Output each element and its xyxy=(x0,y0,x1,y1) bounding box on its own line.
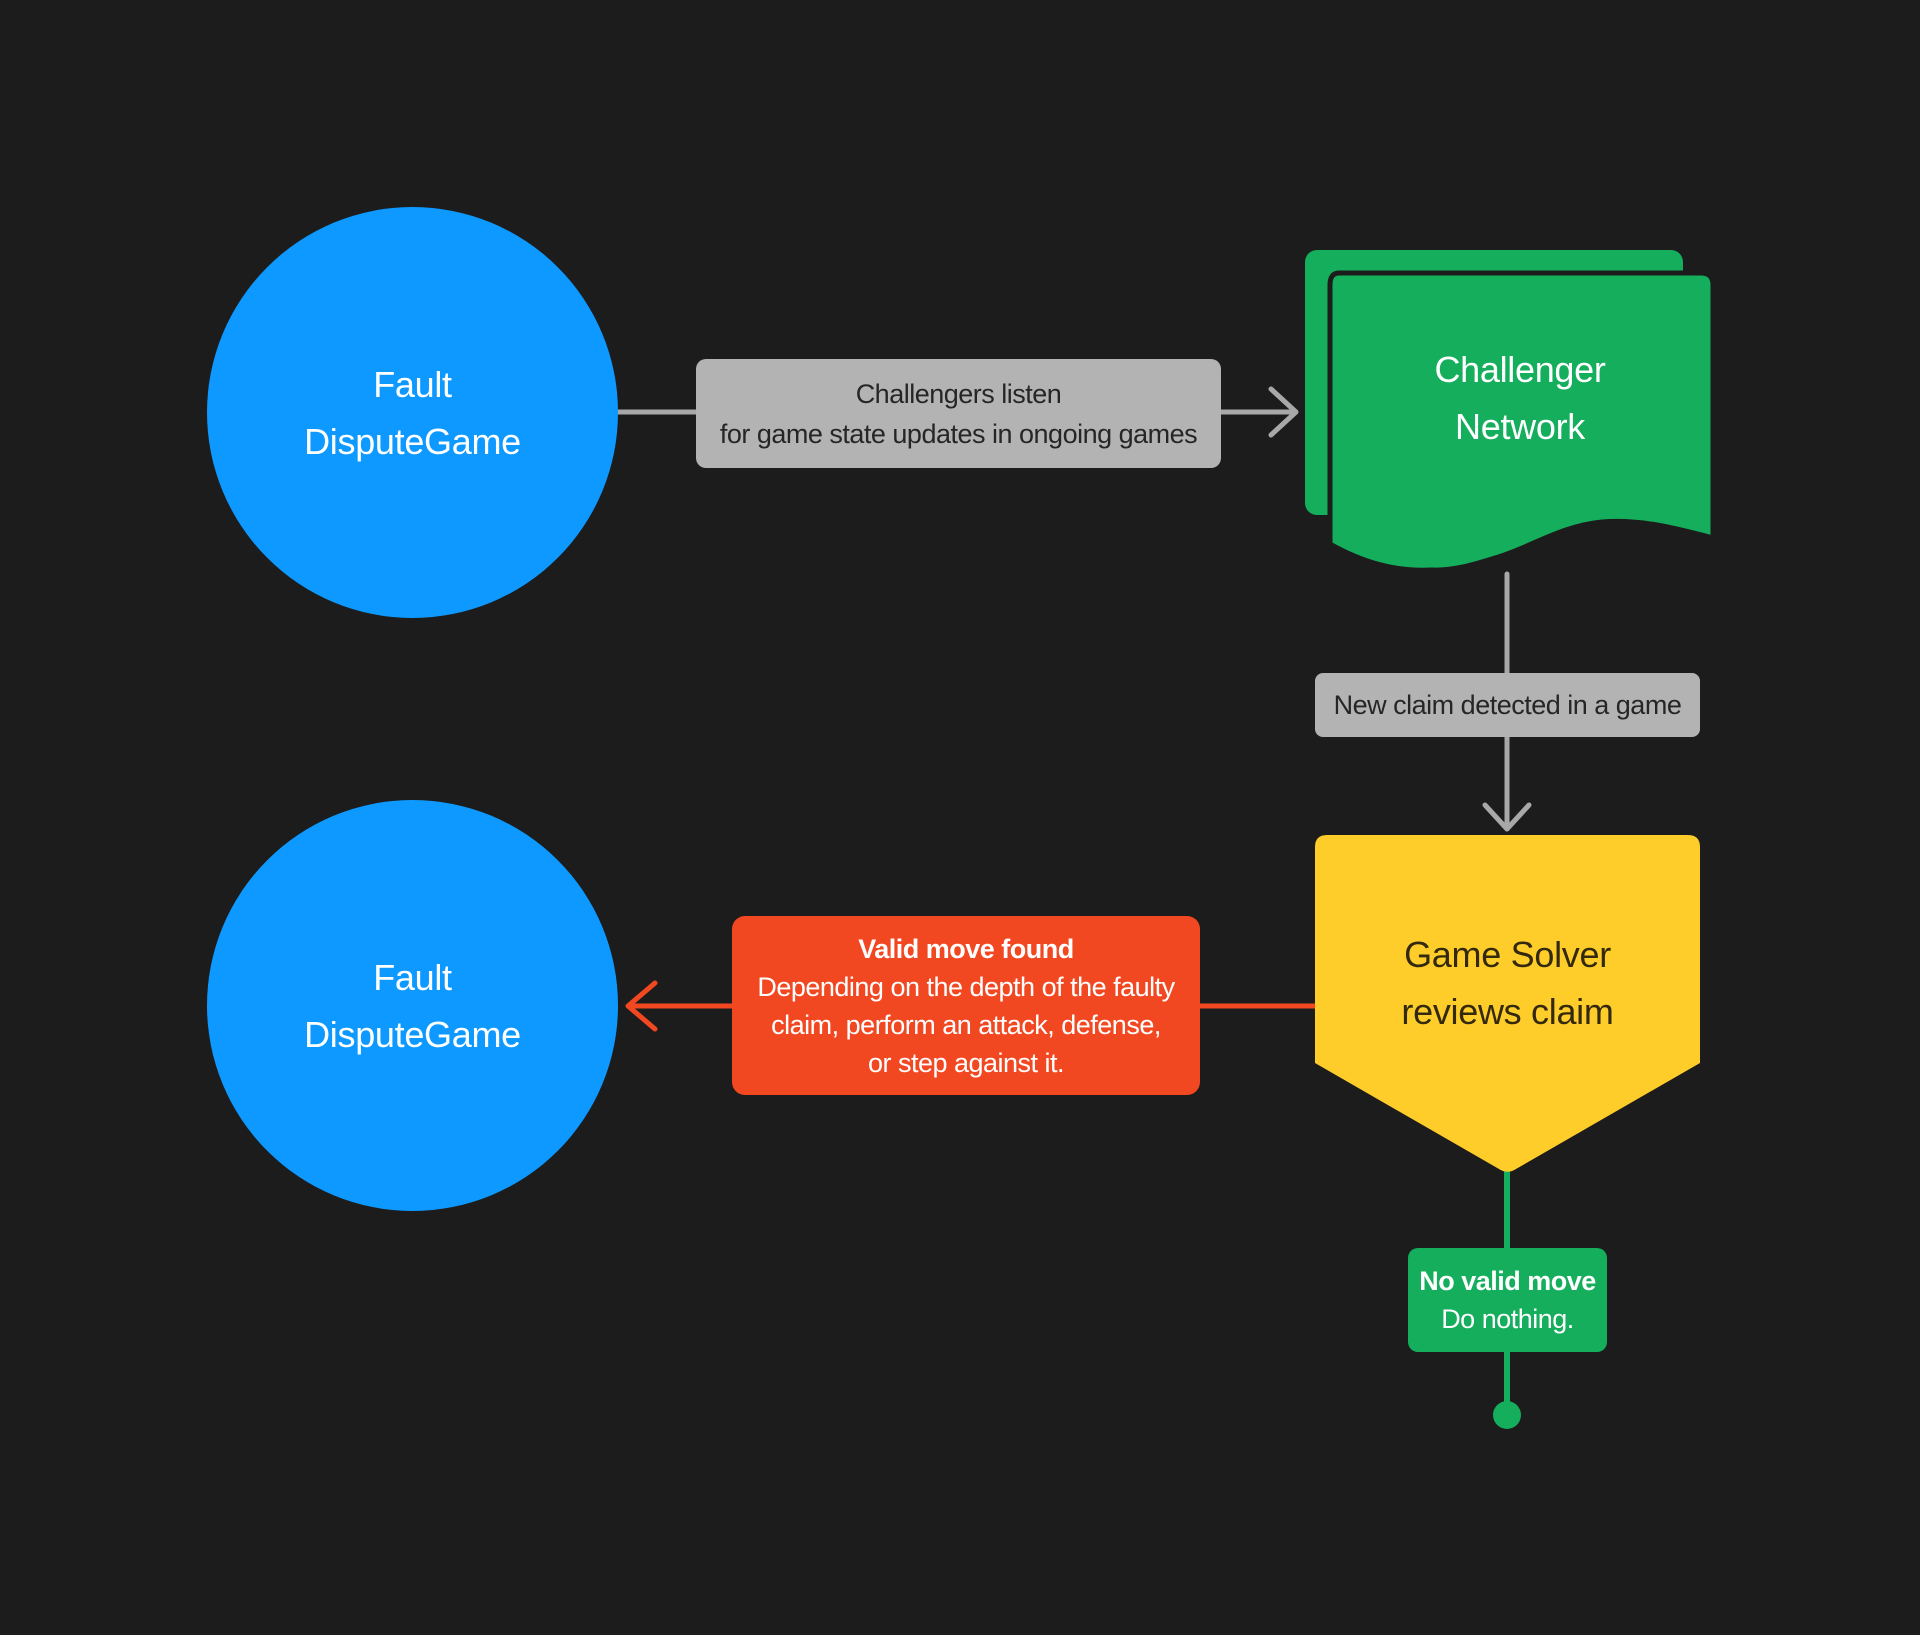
note-body-line: claim, perform an attack, defense, xyxy=(771,1009,1161,1040)
terminal-dot-icon xyxy=(1493,1401,1521,1429)
challenger-network-label: Challenger Network xyxy=(1327,273,1713,523)
node-label-line: Challenger xyxy=(1434,349,1606,390)
challenger-network-node xyxy=(1305,250,1716,573)
game-solver-node xyxy=(1315,835,1700,1172)
fault-disputegame-node-bottom: Fault DisputeGame xyxy=(207,800,618,1211)
note-body-line: or step against it. xyxy=(867,1047,1065,1078)
edge-label-line: Challengers listen xyxy=(855,378,1062,409)
fault-disputegame-node-top: Fault DisputeGame xyxy=(207,207,618,618)
node-label-line: DisputeGame xyxy=(304,420,521,462)
note-title: Valid move found xyxy=(858,933,1074,964)
arrowhead-right-icon xyxy=(1268,386,1299,438)
node-label-line: Game Solver xyxy=(1404,934,1611,975)
arrowhead-left-icon xyxy=(625,980,658,1032)
node-label-line: reviews claim xyxy=(1401,991,1614,1032)
connector-challengers-listen xyxy=(615,386,1299,438)
edge-label-new-claim: New claim detected in a game xyxy=(1315,673,1700,737)
node-label-line: Fault xyxy=(373,363,452,405)
note-body-line: Depending on the depth of the faulty xyxy=(757,971,1175,1002)
node-label-line: DisputeGame xyxy=(304,1013,521,1055)
no-valid-move-note: No valid move Do nothing. xyxy=(1408,1248,1607,1352)
note-title: No valid move xyxy=(1419,1266,1596,1296)
arrowhead-down-icon xyxy=(1482,802,1532,832)
edge-label-challengers-listen: Challengers listen for game state update… xyxy=(696,359,1221,468)
note-body-line: Do nothing. xyxy=(1441,1304,1574,1334)
edge-label-line: for game state updates in ongoing games xyxy=(719,418,1198,449)
node-label-line: Fault xyxy=(373,956,452,998)
flag-front-card xyxy=(1327,270,1716,573)
game-solver-label: Game Solver reviews claim xyxy=(1315,835,1700,1131)
edge-label-line: New claim detected in a game xyxy=(1333,690,1682,720)
valid-move-note: Valid move found Depending on the depth … xyxy=(732,916,1200,1095)
node-label-line: Network xyxy=(1455,406,1585,447)
